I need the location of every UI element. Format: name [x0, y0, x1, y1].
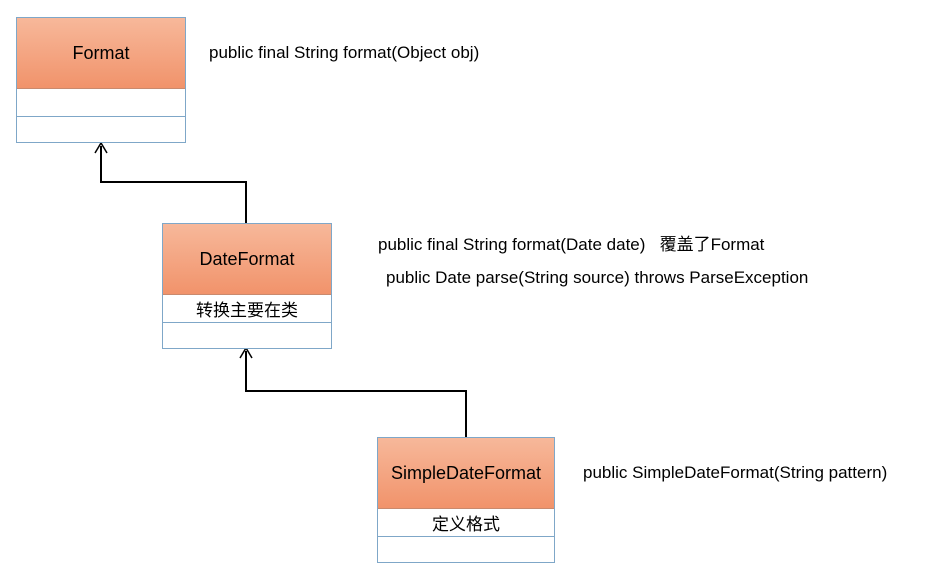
simpledateformat-class-box: SimpleDateFormat 定义格式 — [377, 437, 555, 563]
format-class-name: Format — [17, 18, 185, 89]
dateformat-format-note: public final String format(Date date) 覆盖… — [378, 235, 765, 254]
dateformat-class-name: DateFormat — [163, 224, 331, 295]
format-method-note: public final String format(Object obj) — [209, 43, 480, 62]
format-methods-row — [17, 116, 185, 142]
dateformat-methods-row — [163, 322, 331, 348]
simpledateformat-class-name: SimpleDateFormat — [378, 438, 554, 509]
simpledateformat-methods-row — [378, 536, 554, 562]
dateformat-to-format-connector — [100, 146, 247, 223]
format-attributes-row — [17, 89, 185, 116]
format-class-box: Format — [16, 17, 186, 143]
dateformat-attributes-row: 转换主要在类 — [196, 301, 298, 321]
format-arrowhead — [94, 141, 108, 154]
dateformat-parse-note: public Date parse(String source) throws … — [386, 268, 809, 287]
simpledateformat-attributes-row: 定义格式 — [432, 515, 500, 535]
dateformat-class-box: DateFormat 转换主要在类 — [162, 223, 332, 349]
simpledateformat-to-dateformat-connector — [245, 351, 467, 437]
simpledateformat-ctor-note: public SimpleDateFormat(String pattern) — [583, 463, 888, 482]
